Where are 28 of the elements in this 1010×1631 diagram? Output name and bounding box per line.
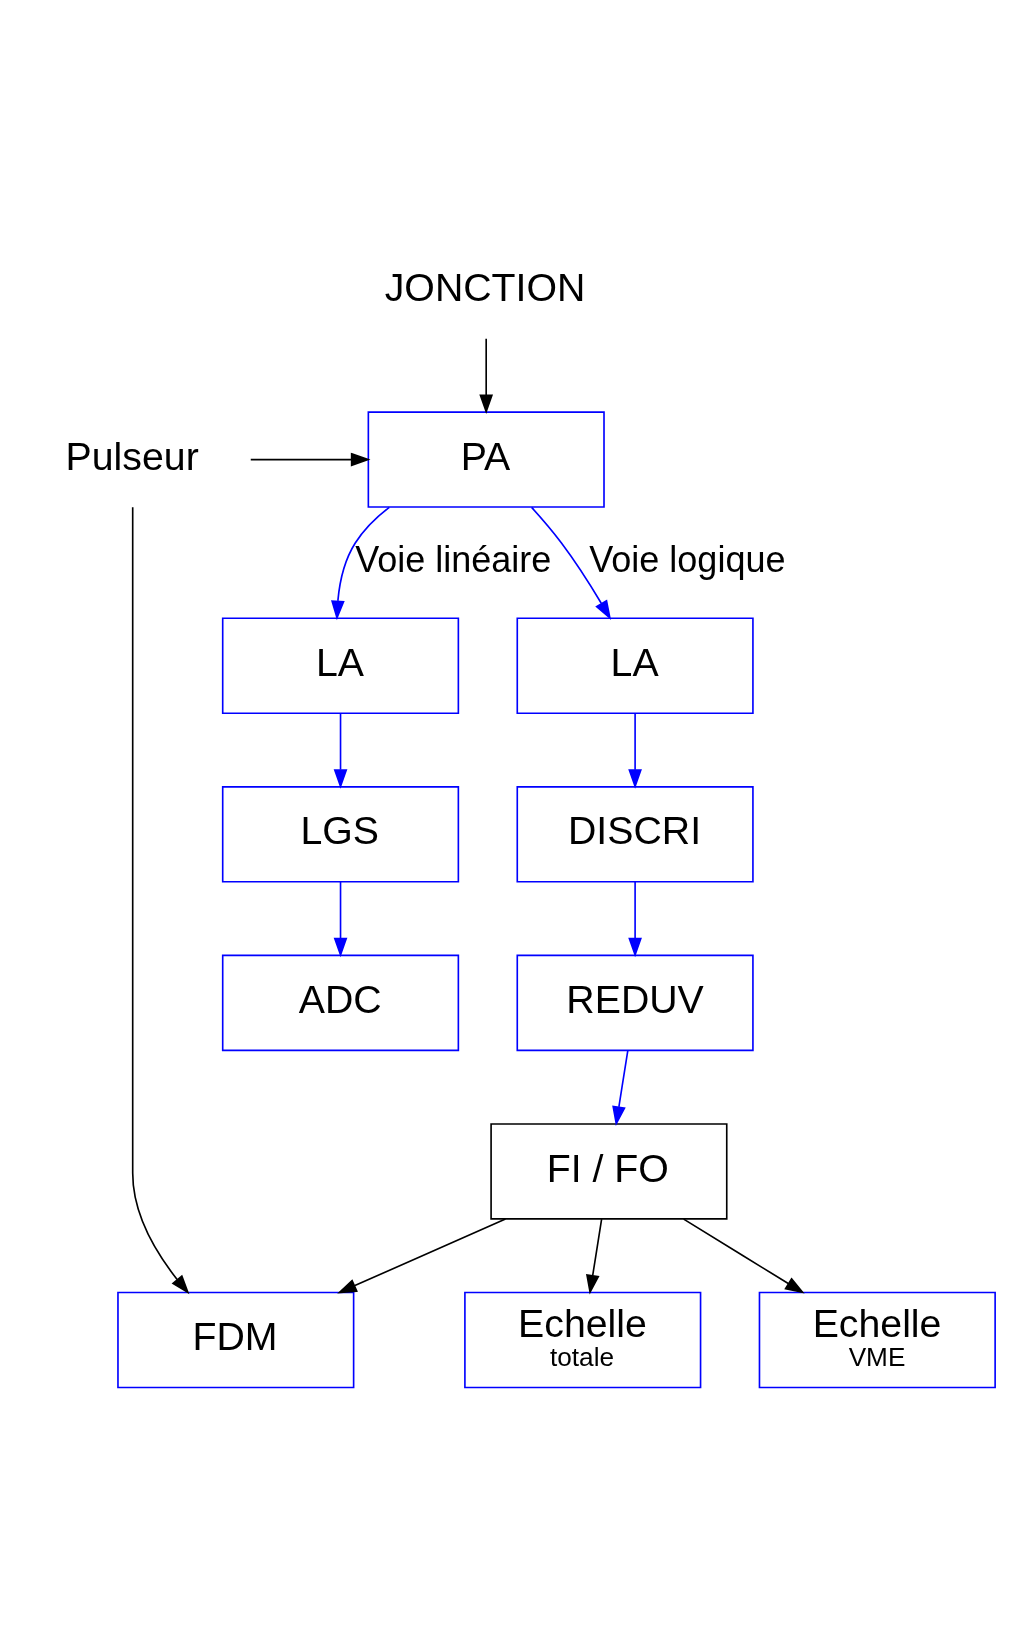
edge-label: Voie logique xyxy=(589,538,786,580)
node-text: Pulseur xyxy=(65,433,199,478)
node-box: DISCRI xyxy=(516,786,754,883)
arrow xyxy=(333,712,348,789)
node-box: Echelle VME xyxy=(758,1291,996,1389)
arrow xyxy=(331,506,391,621)
arrow xyxy=(612,1049,629,1126)
arrow xyxy=(479,337,494,415)
node-box: ADC xyxy=(221,954,460,1052)
node-box: FI / FO xyxy=(490,1123,728,1220)
node-box: LGS xyxy=(221,786,460,883)
arrow xyxy=(628,712,642,789)
arrow xyxy=(585,1218,603,1295)
arrow xyxy=(682,1218,805,1294)
arrow xyxy=(530,506,612,620)
edge-label: Voie linéaire xyxy=(355,538,552,580)
node-box: PA xyxy=(367,411,605,508)
arrow xyxy=(249,452,371,467)
node-box: Echelle totale xyxy=(464,1291,702,1389)
node-box: FDM xyxy=(117,1291,355,1389)
arrow xyxy=(337,1218,507,1294)
node-box: LA xyxy=(516,617,754,715)
node-box: REDUV xyxy=(516,954,754,1052)
node-box: LA xyxy=(221,617,460,715)
arrow xyxy=(333,881,348,958)
node-text: JONCTION xyxy=(384,265,586,310)
arrow xyxy=(628,881,642,958)
arrow xyxy=(131,506,190,1295)
